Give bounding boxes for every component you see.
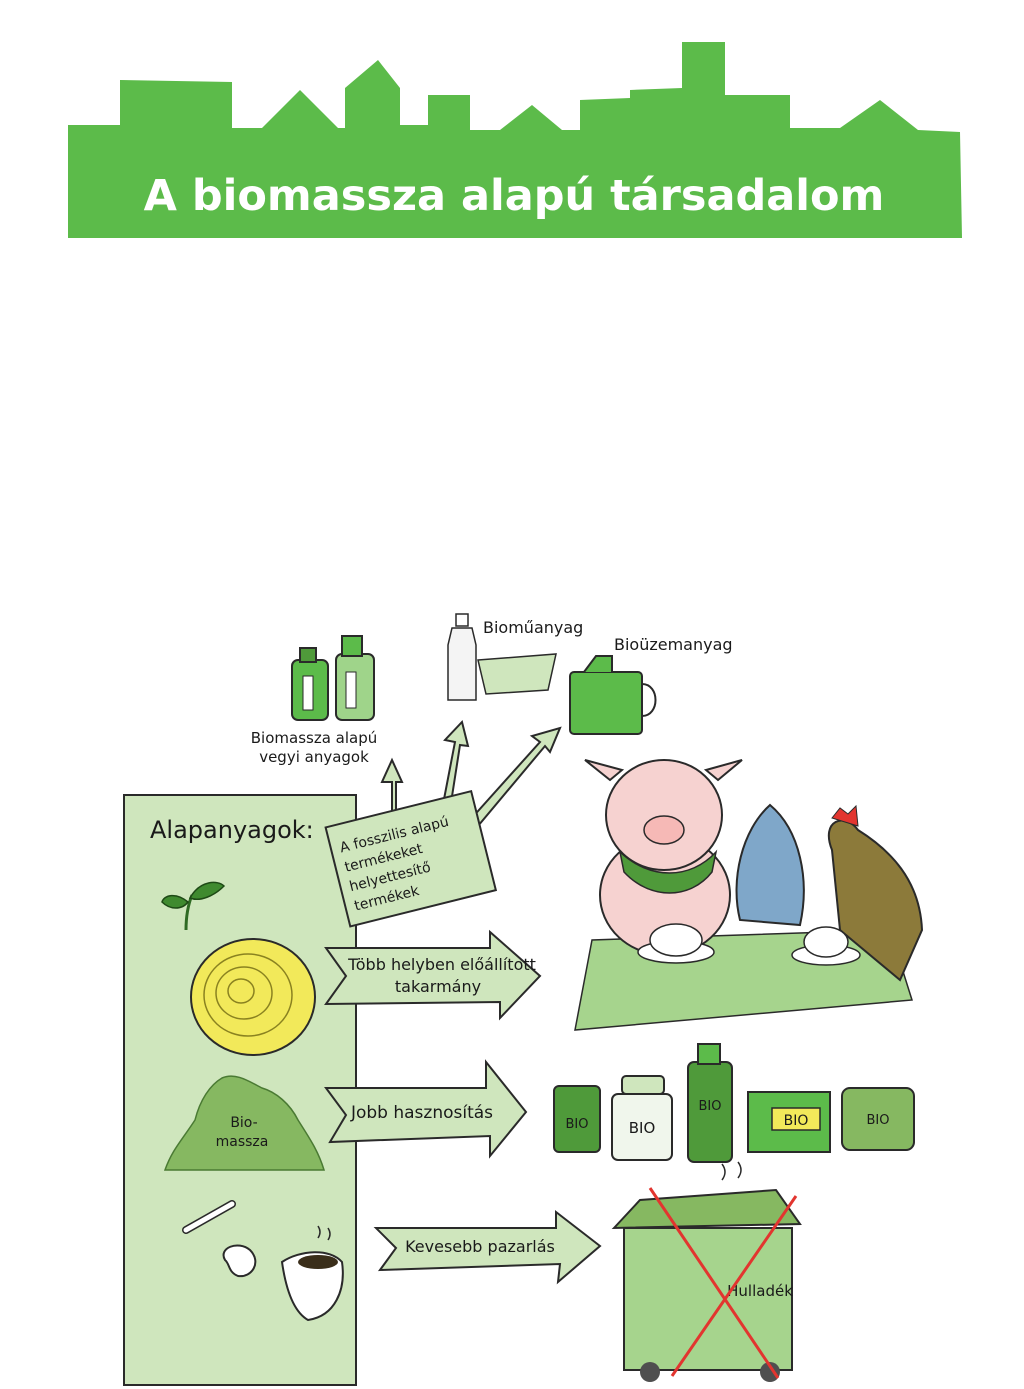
waste-bin-icon: Hulladék: [611, 1161, 802, 1382]
pig-icon: [584, 759, 743, 956]
svg-text:BIO: BIO: [566, 1117, 589, 1132]
waste-cross: [648, 1187, 798, 1379]
fish-icon: [735, 803, 805, 927]
fossil-replacement-group: A fosszilis alapú termékeket helyettesít…: [324, 719, 562, 928]
better-use-label: Jobb hasznosítás: [350, 1103, 493, 1123]
svg-text:BIO: BIO: [629, 1119, 656, 1137]
up-arrow-biofuel: [469, 726, 562, 827]
replacement-box: [324, 789, 498, 928]
chemical-bottles: [291, 635, 375, 721]
up-arrow-chemicals: [380, 757, 404, 830]
less-waste-label: Kevesebb pazarlás: [405, 1237, 555, 1256]
bio-can-1: [553, 1085, 601, 1153]
page-title: A biomassza alapú társadalom: [144, 171, 885, 221]
sprout-icon: [161, 881, 226, 931]
svg-text:BIO: BIO: [699, 1099, 722, 1114]
feed-arrow: Több helyben előállított takarmány: [324, 929, 542, 1021]
animals-eating-scene: [574, 759, 924, 1031]
waste-label: Hulladék: [727, 1282, 793, 1300]
fuel-canister-icon: [569, 655, 657, 735]
svg-text:BIO: BIO: [867, 1113, 890, 1128]
header-banner: A biomassza alapú társadalom: [68, 42, 962, 238]
bioplastic-bottle-icon: [447, 613, 477, 701]
waste-bin: [623, 1227, 793, 1371]
bio-products-row: BIO BIO BIO BIO BIO: [553, 1043, 915, 1163]
better-use-arrow: Jobb hasznosítás: [324, 1059, 528, 1159]
chemicals-label-line1: Biomassza alapú: [251, 729, 377, 747]
chemicals-label-line2: vegyi anyagok: [259, 748, 369, 766]
svg-text:BIO: BIO: [784, 1113, 809, 1129]
biofuel-label: Bioüzemanyag: [614, 635, 733, 654]
skyline-shape: [68, 42, 962, 238]
biomass-label-line1: Bio-: [230, 1115, 257, 1131]
bioplastic-tray-icon: [477, 653, 557, 695]
sidebar-title: Alapanyagok:: [150, 816, 314, 844]
feed-arrow-line1: Több helyben előállított: [347, 955, 536, 974]
feed-arrow-line2: takarmány: [395, 977, 481, 996]
raw-materials-panel: Alapanyagok: Bio- massza: [123, 794, 357, 1386]
biomass-label-line2: massza: [216, 1134, 269, 1150]
bioplastic-label: Bioműanyag: [483, 618, 583, 637]
food-waste-icon: [182, 1200, 344, 1322]
hay-bale-icon: [190, 938, 316, 1056]
bio-tin: [841, 1087, 915, 1151]
biomass-pile-icon: Bio- massza: [163, 1075, 326, 1171]
less-waste-arrow: Kevesebb pazarlás: [373, 1209, 602, 1285]
hen-icon: [827, 804, 924, 982]
